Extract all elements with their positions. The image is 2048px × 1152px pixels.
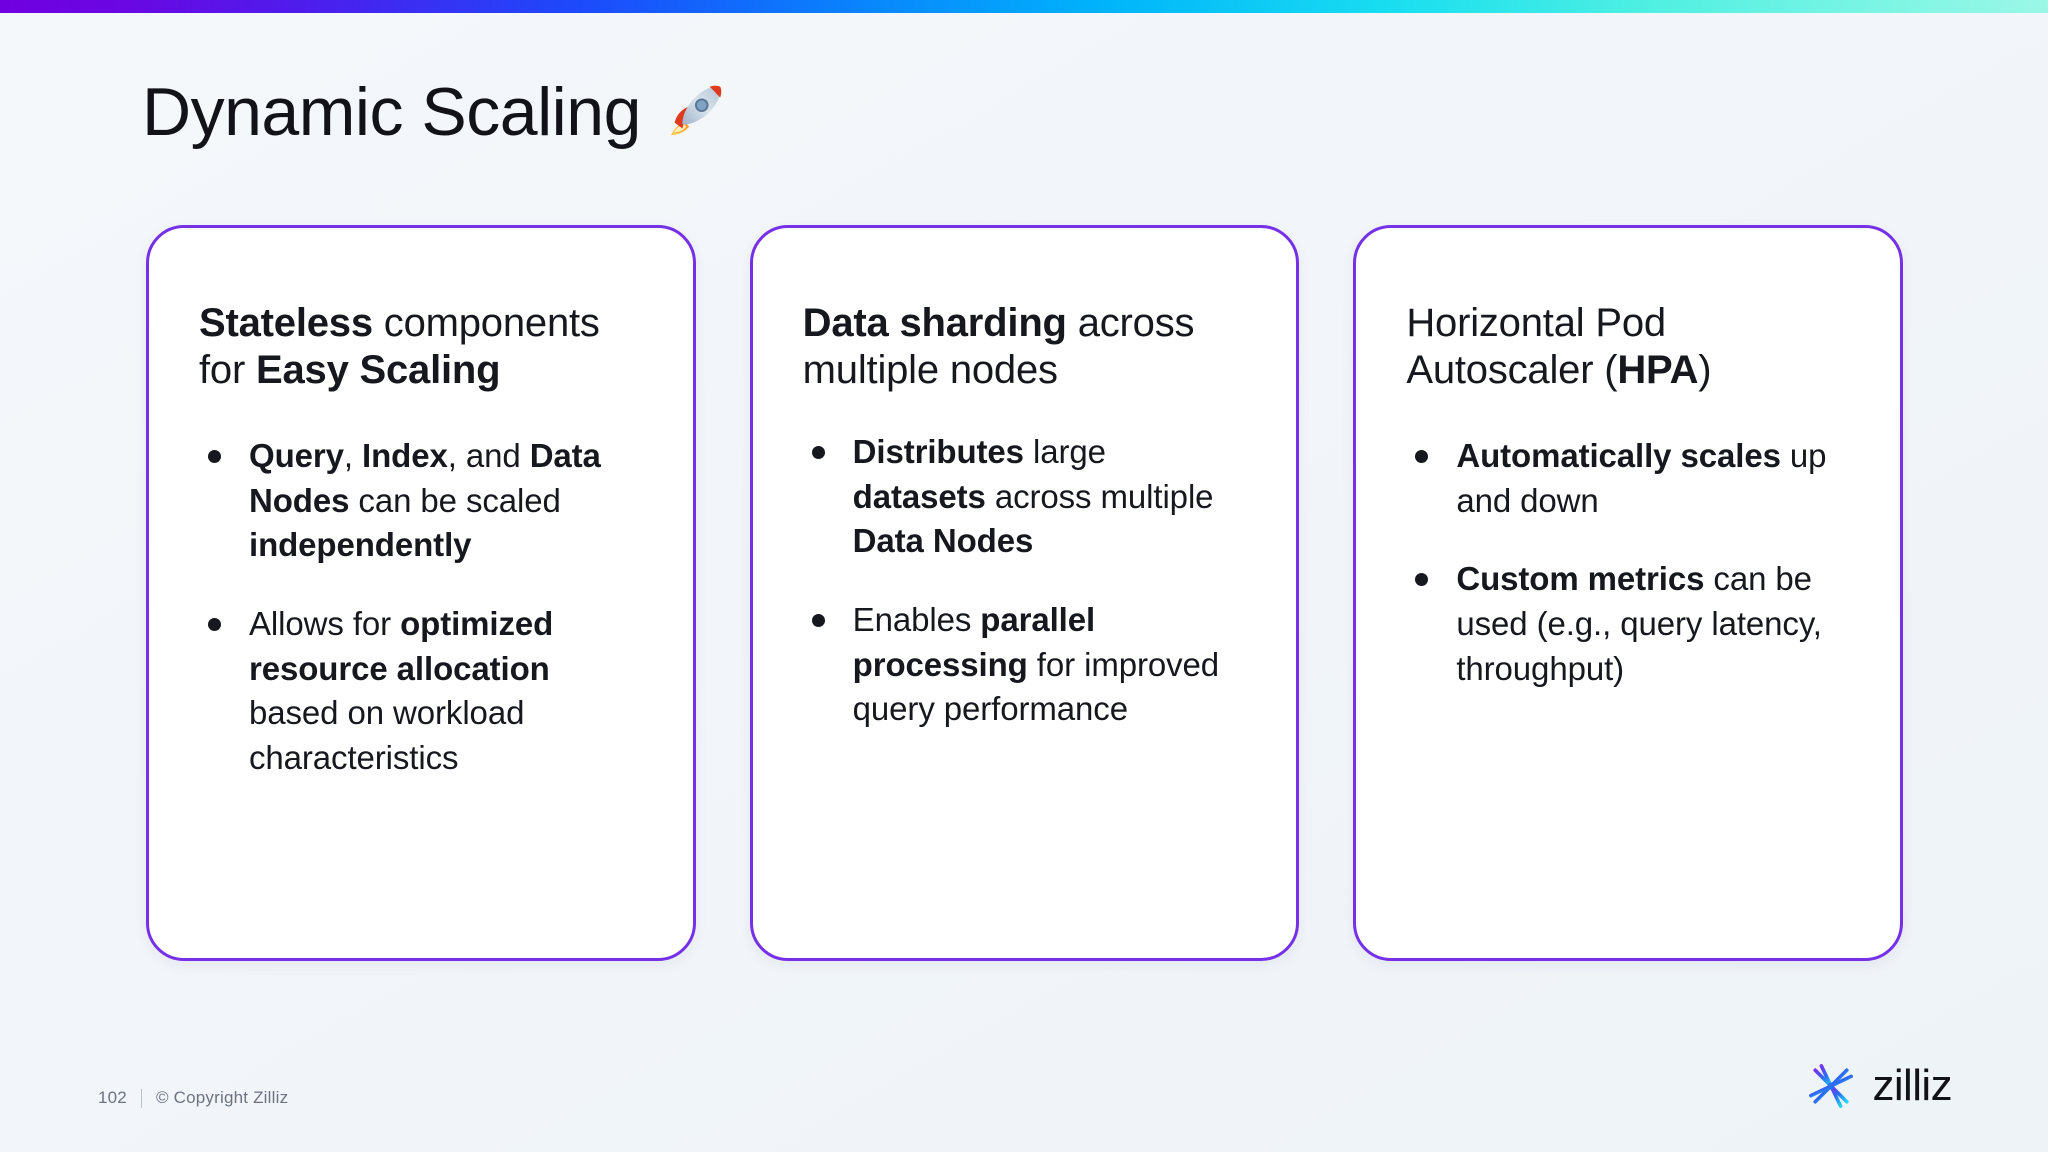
card-heading: Data sharding across multiple nodes [802, 301, 1195, 393]
feature-cards: Stateless components for Easy Scaling Qu… [146, 225, 1904, 961]
top-gradient-bar [0, 0, 2048, 13]
rocket-icon [663, 81, 725, 143]
list-item: Enables parallel processing for improved… [803, 598, 1247, 732]
zilliz-starburst-icon [1803, 1058, 1859, 1114]
list-item: Automatically scales up and down [1406, 434, 1850, 523]
card-data-sharding: Data sharding across multiple nodes Dist… [749, 225, 1300, 961]
footer-divider [140, 1088, 142, 1108]
zilliz-wordmark: zilliz [1872, 1061, 1952, 1110]
list-item: Distributes large datasets across multip… [803, 430, 1247, 564]
bullet-dot-icon [208, 450, 221, 464]
list-item: Allows for optimized resource allocation… [199, 602, 643, 780]
card-heading: Horizontal Pod Autoscaler (HPA) [1406, 301, 1712, 393]
list-item-text: Automatically scales up and down [1456, 437, 1827, 519]
zilliz-logo: zilliz [1803, 1058, 1953, 1114]
list-item-text: Query, Index, and Data Nodes can be scal… [249, 437, 601, 564]
list-item-text: Distributes large datasets across multip… [852, 433, 1214, 560]
page-number: 102 [98, 1088, 127, 1107]
list-item-text: Enables parallel processing for improved… [852, 601, 1220, 728]
footer: 102 © Copyright Zilliz [98, 1088, 288, 1108]
list-item-text: Allows for optimized resource allocation… [249, 605, 554, 776]
bullet-dot-icon [1415, 573, 1429, 587]
page-title: Dynamic Scaling [142, 74, 641, 150]
list-item-text: Custom metrics can be used (e.g., query … [1456, 560, 1822, 687]
slide-title-row: Dynamic Scaling [142, 78, 725, 146]
card-heading: Stateless components for Easy Scaling [199, 301, 600, 393]
card-stateless-components: Stateless components for Easy Scaling Qu… [146, 225, 696, 961]
card-bullet-list: Query, Index, and Data Nodes can be scal… [199, 434, 643, 780]
list-item: Custom metrics can be used (e.g., query … [1406, 557, 1850, 691]
list-item: Query, Index, and Data Nodes can be scal… [199, 434, 643, 568]
copyright-text: © Copyright Zilliz [155, 1088, 289, 1107]
card-horizontal-pod-autoscaler: Horizontal Pod Autoscaler (HPA) Automati… [1353, 225, 1904, 961]
bullet-dot-icon [811, 614, 825, 628]
bullet-dot-icon [1415, 450, 1429, 464]
bullet-dot-icon [811, 446, 825, 460]
bullet-dot-icon [208, 618, 221, 632]
card-bullet-list: Distributes large datasets across multip… [803, 430, 1247, 731]
